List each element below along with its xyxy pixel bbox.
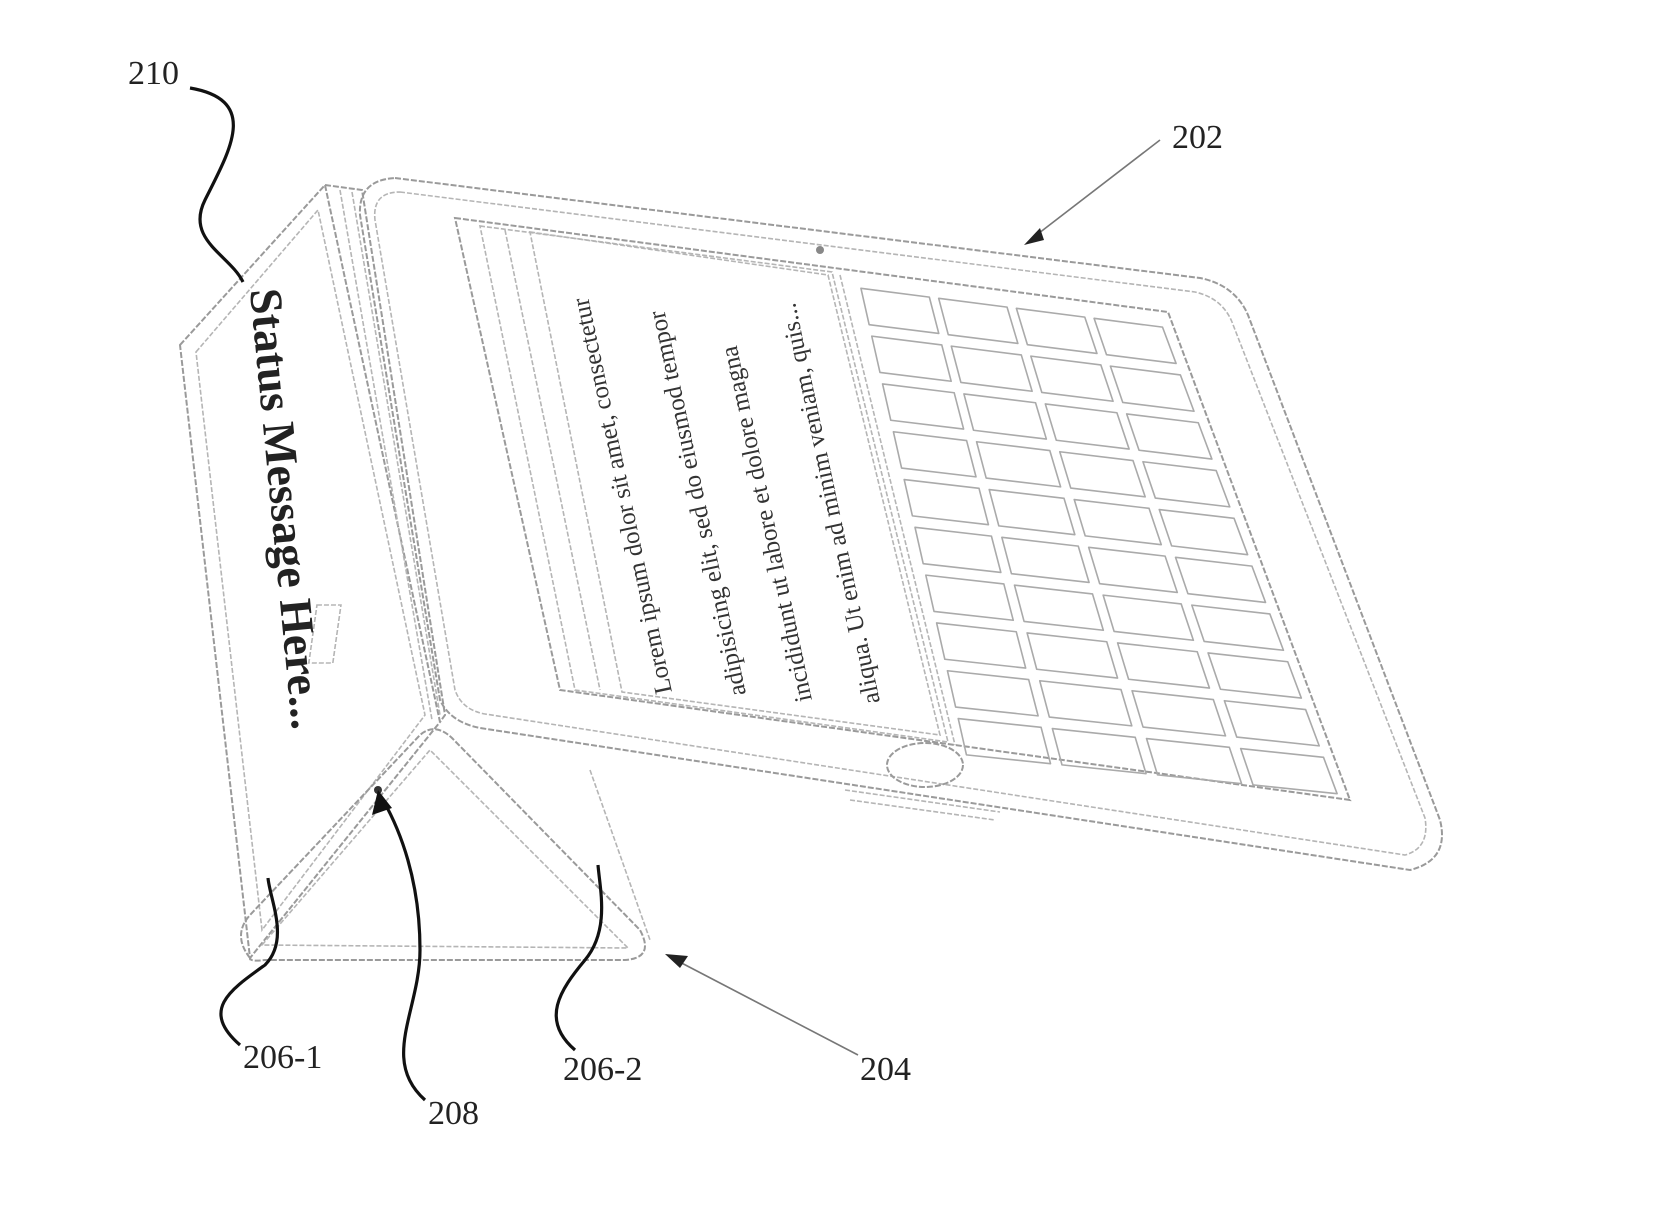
panel-divider <box>504 229 601 691</box>
keyboard-key <box>1125 413 1213 460</box>
tablet-inner-edge <box>373 191 1427 856</box>
keyboard-key <box>1191 604 1285 652</box>
keyboard-key <box>1174 556 1267 604</box>
keyboard-key <box>860 287 940 335</box>
keyboard-key <box>946 669 1039 717</box>
tablet-outer-edge <box>358 176 1443 872</box>
keyboard-key <box>1145 737 1243 785</box>
keyboard-key <box>914 526 1002 574</box>
keyboard-key <box>1116 642 1211 689</box>
keyboard-key <box>975 440 1062 488</box>
arrowhead-204 <box>665 954 688 968</box>
keyboard <box>860 287 1338 795</box>
keyboard-key <box>1073 498 1163 546</box>
keyboard-key <box>903 478 990 526</box>
keyboard-key <box>963 393 1048 440</box>
keyboard-key <box>1109 365 1195 413</box>
leader-206-1 <box>219 877 280 1047</box>
keyboard-key <box>1030 355 1114 403</box>
keyboard-key <box>881 383 965 430</box>
spine-line <box>339 189 433 721</box>
leader-204 <box>671 957 859 1056</box>
ref-label-204: 204 <box>860 1051 911 1088</box>
keyboard-key <box>1207 652 1303 699</box>
cover-spine <box>324 184 447 723</box>
stand-support-edge <box>589 769 651 941</box>
keyboard-key <box>988 488 1076 536</box>
status-message: Status Message Here... <box>240 286 333 731</box>
triangle-stand <box>240 728 646 962</box>
keyboard-key <box>1058 450 1146 498</box>
arrowhead-202 <box>1024 228 1044 245</box>
cover <box>178 182 651 962</box>
keyboard-key <box>1013 584 1105 632</box>
keyboard-key <box>1015 307 1098 355</box>
keyboard-key <box>1142 460 1231 508</box>
tablet-device <box>358 176 1443 872</box>
leader-210 <box>189 86 245 283</box>
camera-icon <box>816 246 824 254</box>
keyboard-key <box>1044 403 1130 450</box>
keyboard-key <box>950 345 1033 393</box>
home-button <box>886 742 964 788</box>
keyboard-key <box>892 430 977 478</box>
keyboard-key <box>1087 546 1179 594</box>
leader-202 <box>1029 139 1161 241</box>
text-panel <box>478 225 950 743</box>
keyboard-key <box>1001 536 1090 584</box>
speaker-grille-2 <box>849 799 996 821</box>
keyboard-divider <box>839 274 956 746</box>
keyboard-key <box>1239 747 1338 795</box>
cover-front-panel-inner <box>195 208 426 933</box>
speaker-grille <box>844 789 1001 813</box>
ref-label-202: 202 <box>1172 119 1223 156</box>
keyboard-key <box>1102 594 1195 642</box>
keyboard-key <box>1131 689 1227 737</box>
triangle-stand-inner <box>260 748 630 949</box>
tablet-screen <box>453 216 1352 802</box>
keyboard-key <box>1026 632 1119 679</box>
spine-line-2 <box>351 191 441 716</box>
keyboard-key <box>925 574 1015 622</box>
keyboard-key <box>1038 679 1133 727</box>
arrowhead-208 <box>372 790 392 815</box>
leader-208 <box>381 799 427 1102</box>
ref-label-210: 210 <box>128 55 179 92</box>
ref-label-206-1: 206-1 <box>243 1039 322 1076</box>
ref-label-208: 208 <box>428 1095 479 1132</box>
keyboard-key <box>870 335 952 383</box>
leader-206-2 <box>554 864 604 1052</box>
keyboard-key <box>1223 699 1321 747</box>
text-panel-inner <box>528 231 942 736</box>
magnet-latch <box>307 604 342 664</box>
ref-label-206-2: 206-2 <box>563 1051 642 1088</box>
keyboard-key <box>1158 508 1249 556</box>
keyboard-key <box>937 297 1019 345</box>
keyboard-key <box>935 622 1027 669</box>
keyboard-key <box>1051 727 1147 775</box>
keyboard-key <box>957 717 1052 765</box>
keyboard-key <box>1093 317 1177 365</box>
